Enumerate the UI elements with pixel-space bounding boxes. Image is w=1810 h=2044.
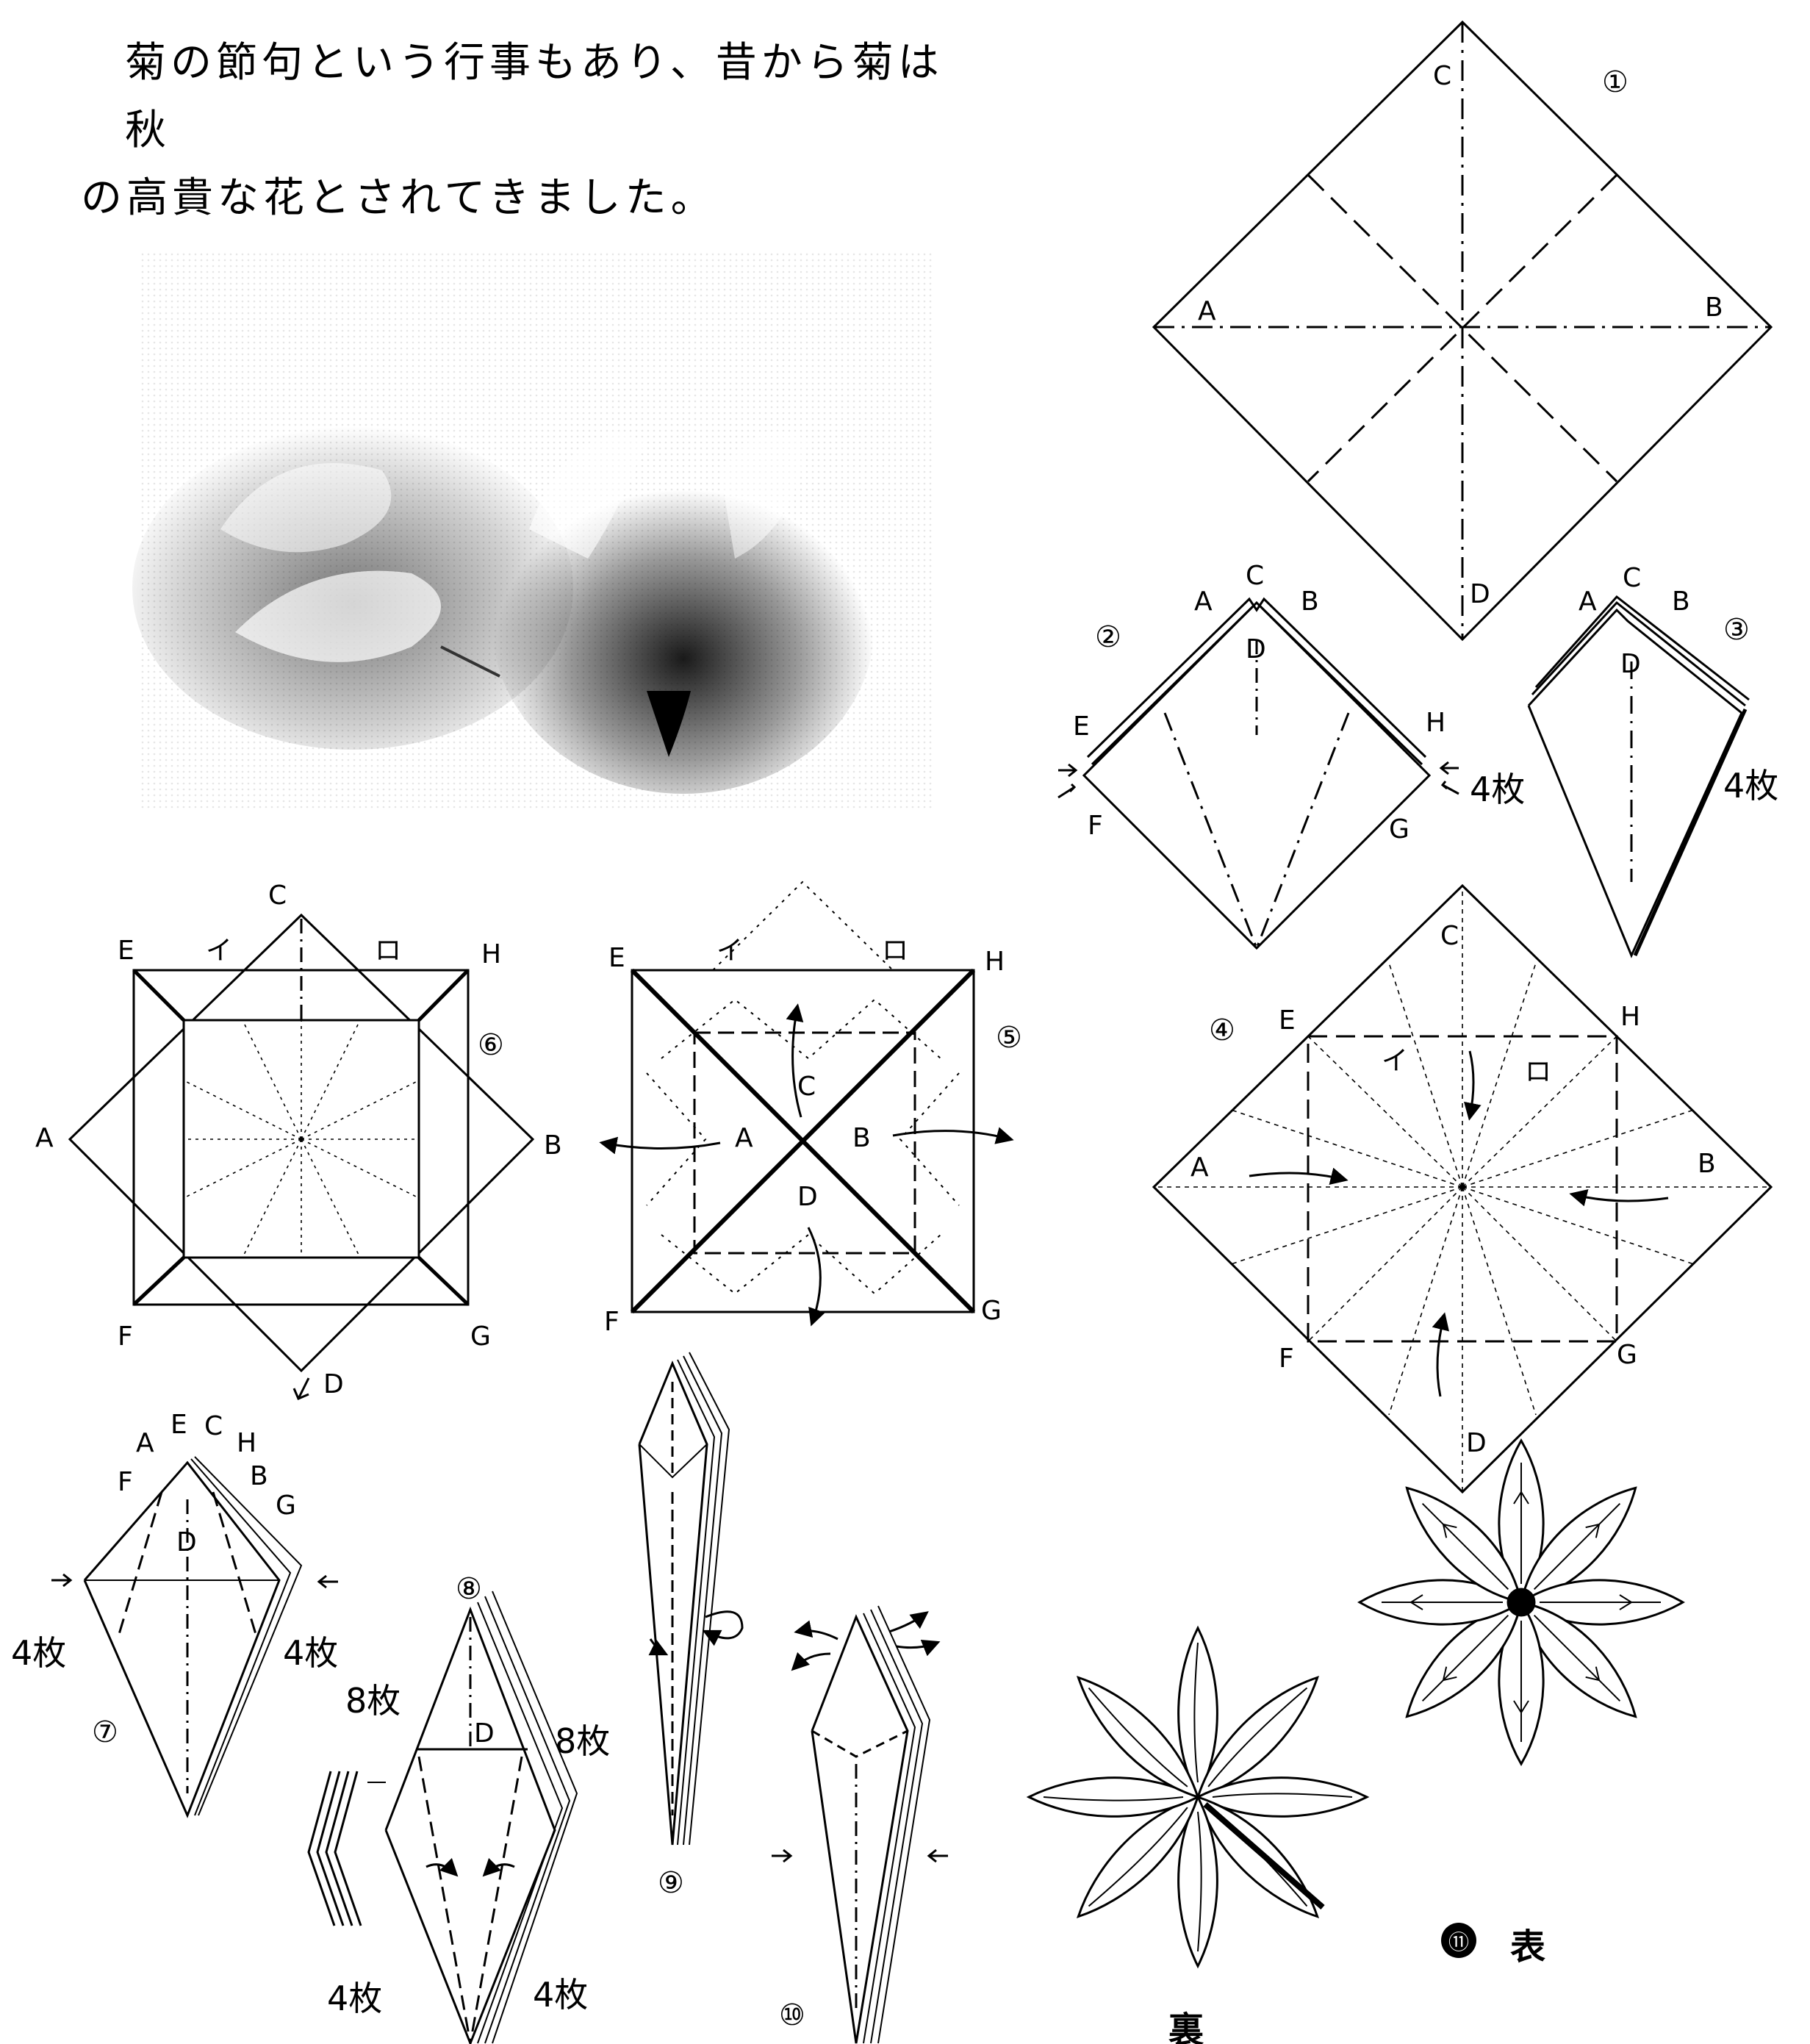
step-9-number: ⑨	[658, 1866, 684, 1900]
step-7-label-d: D	[176, 1527, 197, 1557]
step-1-label-d: D	[1470, 579, 1490, 609]
step-4-diagram	[1154, 886, 1771, 1492]
flower-front-label: 表	[1510, 1926, 1545, 1968]
step-6-diagram	[70, 915, 533, 1399]
step-7-label-b: B	[250, 1461, 268, 1491]
step-10-number: ⑩	[779, 1998, 805, 2032]
step-2-label-e: E	[1073, 711, 1090, 742]
step-2-label-a: A	[1194, 587, 1213, 617]
step-1-label-c: C	[1433, 61, 1451, 91]
step-8-count-bottom-left: 4枚	[327, 1979, 382, 2018]
step-5-label-e: E	[608, 943, 625, 973]
step-7-label-c: C	[204, 1411, 223, 1441]
step-3-label-d: D	[1620, 649, 1641, 679]
step-5-label-h: H	[985, 947, 1005, 977]
step-3-number: ③	[1723, 613, 1750, 647]
step-6-label-g: G	[470, 1322, 491, 1352]
step-8-number: ⑧	[456, 1572, 482, 1606]
step-2-label-d: D	[1246, 634, 1266, 664]
step-1-label-a: A	[1198, 296, 1216, 326]
step-8-count-bottom-right: 4枚	[533, 1975, 588, 2015]
step-5-label-c: C	[797, 1072, 816, 1102]
step-3-count: 4枚	[1723, 766, 1778, 806]
step-6-label-f: F	[118, 1322, 133, 1352]
step-1-label-b: B	[1705, 293, 1723, 323]
step-1-number: ①	[1602, 65, 1628, 99]
step-6-label-a: A	[35, 1123, 54, 1153]
step-2-label-c: C	[1246, 561, 1264, 591]
step-7-number: ⑦	[92, 1715, 118, 1749]
step-7-label-f: F	[118, 1467, 133, 1497]
step-6-label-b: B	[544, 1130, 562, 1161]
step-6-label-e: E	[118, 936, 134, 966]
step-2-number: ②	[1095, 620, 1121, 654]
step-5-diagram	[603, 882, 1010, 1323]
step-4-label-c: C	[1440, 921, 1459, 951]
step-8-count-top-left: 8枚	[345, 1681, 401, 1721]
step-8-count-top-right: 8枚	[555, 1721, 610, 1761]
step-7-count-right: 4枚	[283, 1633, 338, 1673]
step-3-label-b: B	[1672, 587, 1690, 617]
step-5-label-d: D	[797, 1182, 818, 1212]
step-2-label-b: B	[1301, 587, 1319, 617]
step-6-number: ⑥	[478, 1028, 504, 1062]
step-6-label-ro: ロ	[375, 936, 401, 966]
step-4-number: ④	[1209, 1014, 1235, 1047]
step-7-label-e: E	[170, 1410, 187, 1440]
step-6-label-i: イ	[206, 936, 232, 966]
step-9-diagram	[639, 1352, 742, 1845]
step-4-label-d: D	[1466, 1428, 1487, 1458]
step-5-label-f: F	[604, 1307, 620, 1337]
step-2-label-g: G	[1389, 814, 1409, 845]
step-4-label-i: イ	[1382, 1046, 1408, 1076]
step-7-label-g: G	[276, 1491, 296, 1521]
step-5-label-ro: ロ	[882, 936, 908, 966]
finished-flower-back	[1029, 1628, 1367, 1966]
step-5-label-a: A	[735, 1123, 753, 1153]
step-6-label-h: H	[481, 939, 501, 969]
step-5-label-i: イ	[717, 936, 743, 966]
step-2-count: 4枚	[1470, 770, 1525, 809]
step-4-label-b: B	[1698, 1149, 1716, 1179]
flower-back-label: 裏	[1168, 2009, 1204, 2044]
step-4-label-e: E	[1279, 1005, 1296, 1036]
step-4-label-g: G	[1617, 1340, 1637, 1370]
step-6-label-d: D	[323, 1369, 344, 1399]
step-4-label-ro: ロ	[1525, 1057, 1551, 1087]
finished-flower-front	[1360, 1441, 1683, 1764]
step-1-diagram	[1154, 22, 1771, 639]
step-6-label-c: C	[268, 881, 287, 911]
step-5-label-g: G	[981, 1296, 1002, 1326]
step-7-label-a: A	[136, 1428, 154, 1458]
step-7-label-h: H	[237, 1428, 256, 1458]
step-11-number: ⑪	[1448, 1930, 1469, 1954]
step-3-label-c: C	[1623, 563, 1641, 593]
step-2-label-h: H	[1426, 708, 1446, 738]
step-4-label-f: F	[1279, 1344, 1294, 1374]
step-3-label-a: A	[1579, 587, 1597, 617]
step-4-label-a: A	[1190, 1152, 1209, 1183]
step-10-diagram	[772, 1606, 948, 2043]
step-2-label-f: F	[1088, 811, 1103, 841]
step-4-label-h: H	[1620, 1002, 1640, 1032]
flower-photo	[132, 250, 933, 808]
step-8-label-d: D	[474, 1718, 495, 1749]
step-5-label-b: B	[852, 1123, 871, 1153]
step-7-count-left: 4枚	[11, 1633, 66, 1673]
step-5-number: ⑤	[996, 1021, 1022, 1055]
